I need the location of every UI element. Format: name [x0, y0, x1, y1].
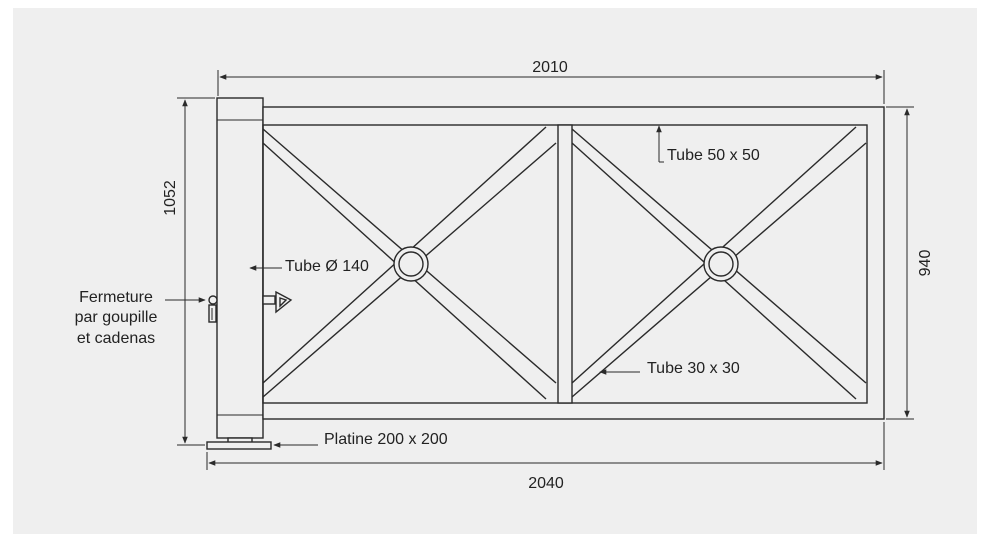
annotation-platine-label: Platine 200 x 200 [324, 431, 448, 448]
base-plate [206, 441, 272, 450]
annotation-tube-50-label: Tube 50 x 50 [667, 147, 760, 164]
center-upright [557, 124, 573, 404]
gate-handle [262, 290, 293, 314]
annotation-fermeture-line1: Fermeture [79, 289, 153, 306]
annotation-tube-30-label: Tube 30 x 30 [647, 360, 740, 377]
right-ring [703, 246, 739, 282]
dimension-left-label: 1052 [162, 180, 179, 216]
dimension-top: 2010 [217, 59, 885, 104]
dimension-bottom-label: 2040 [528, 475, 564, 492]
annotation-fermeture-line3: et cadenas [77, 330, 155, 347]
gate-leaf [262, 106, 885, 420]
annotation-tube-140: Tube Ø 140 [249, 258, 369, 275]
dimension-top-label: 2010 [532, 59, 568, 76]
annotation-tube-50: Tube 50 x 50 [656, 125, 760, 164]
dimension-right: 940 [886, 106, 934, 420]
annotation-tube-30: Tube 30 x 30 [599, 360, 740, 377]
gate-post [216, 97, 264, 444]
left-ring [393, 246, 429, 282]
padlock-latch [208, 295, 218, 323]
dimension-right-label: 940 [917, 250, 934, 277]
dimension-bottom: 2040 [206, 422, 885, 492]
annotation-platine: Platine 200 x 200 [273, 431, 448, 448]
annotation-fermeture-line2: par goupille [75, 309, 158, 326]
dimension-left: 1052 [162, 97, 215, 446]
annotation-tube-140-label: Tube Ø 140 [285, 258, 369, 275]
annotation-fermeture: Fermeture par goupille et cadenas [75, 289, 206, 347]
